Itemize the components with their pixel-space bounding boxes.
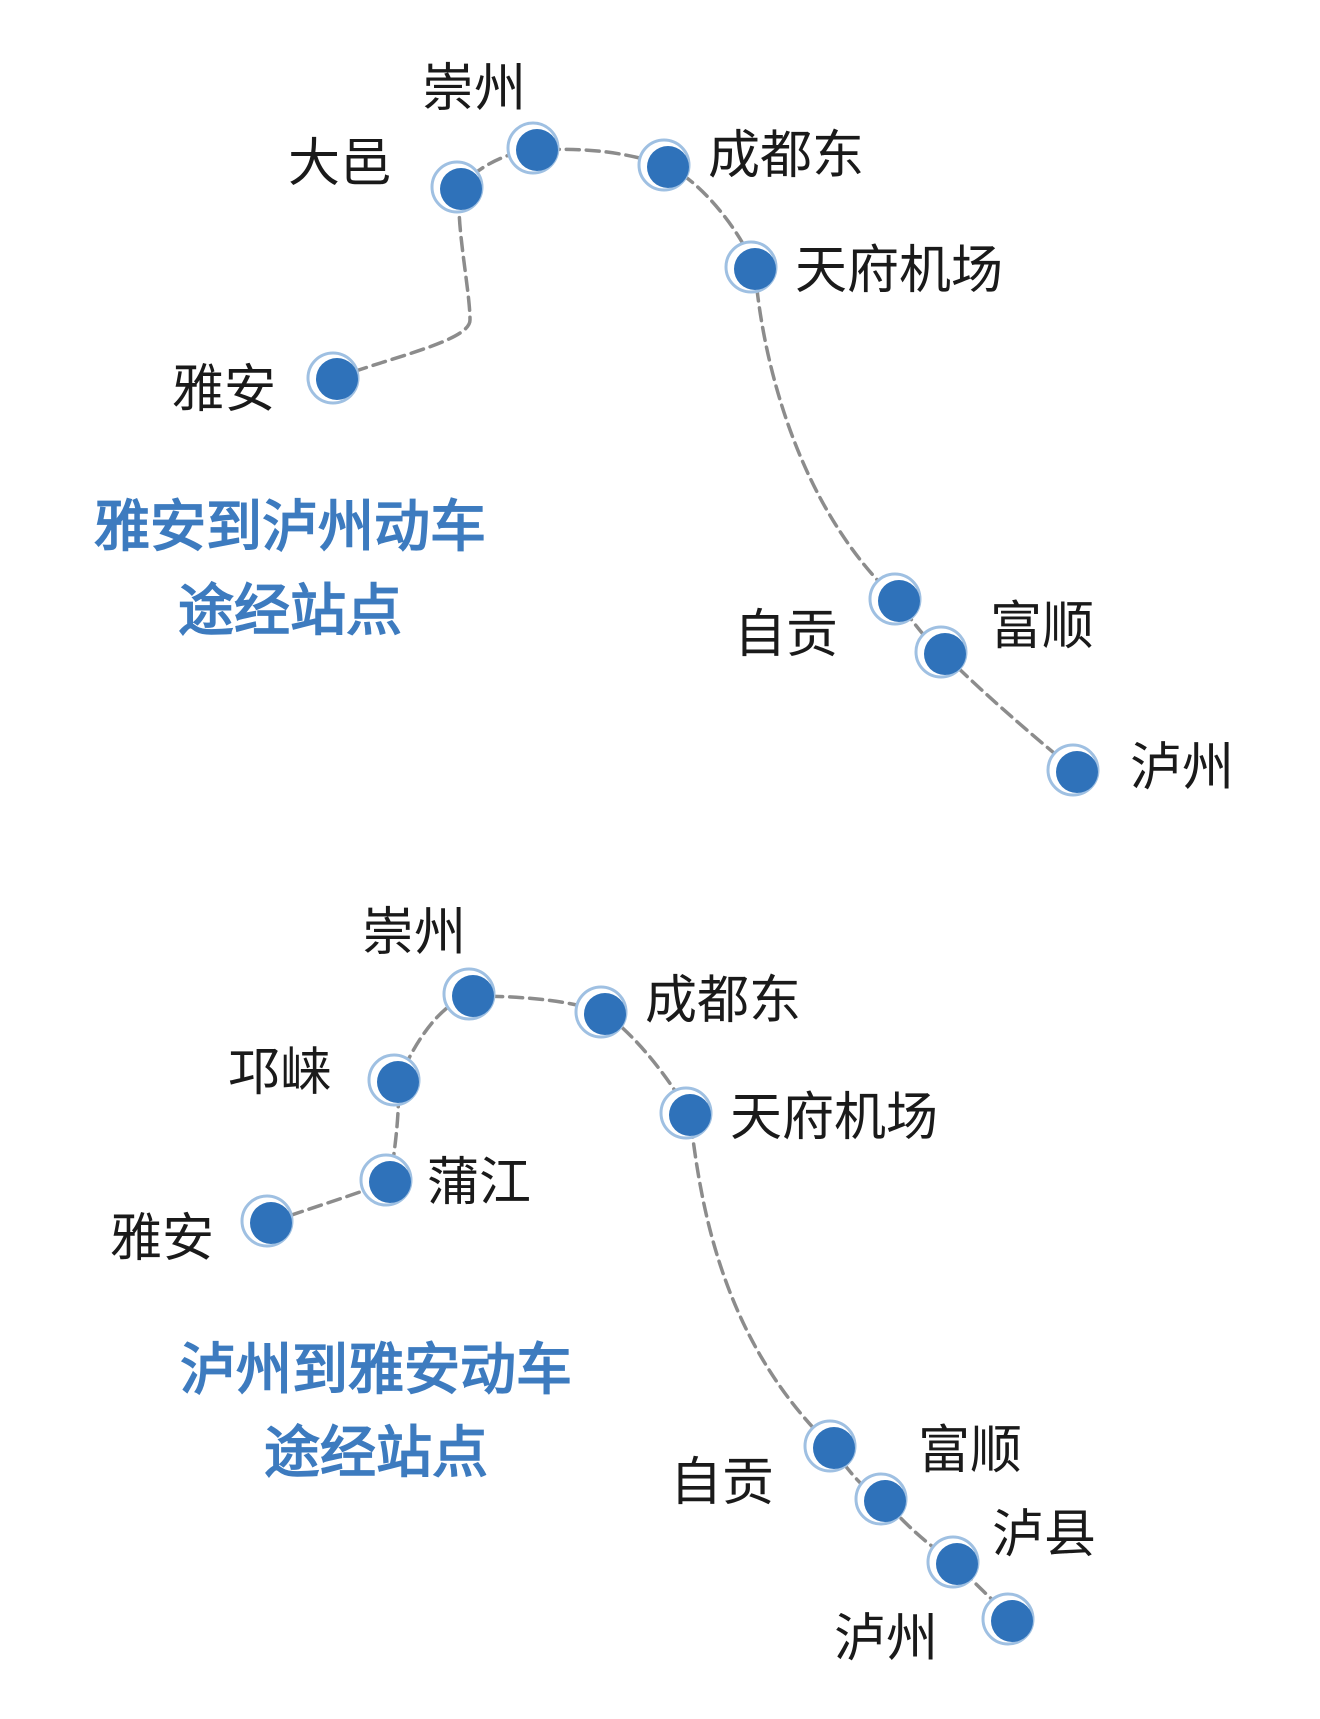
map-caption-line-1: 泸州到雅安动车	[180, 1337, 572, 1403]
station-label: 成都东	[708, 126, 864, 186]
station-tianfu[interactable]: 天府机场	[724, 240, 1003, 301]
station-chongzhou[interactable]: 崇州	[422, 59, 560, 175]
station-dot	[452, 975, 494, 1017]
station-luzhou[interactable]: 泸州	[1046, 738, 1234, 798]
route-map-yaan-to-luzhou: 雅安 大邑 崇州 成都东 天府机场 自贡	[94, 59, 1234, 798]
station-dot	[924, 633, 966, 675]
station-fushun[interactable]: 富顺	[914, 597, 1094, 679]
station-dot	[584, 993, 626, 1035]
map-caption-line-2: 途经站点	[178, 578, 402, 644]
station-dot	[813, 1427, 855, 1469]
station-label: 蒲江	[427, 1153, 531, 1213]
station-chengdudong[interactable]: 成都东	[637, 126, 864, 192]
station-dot	[377, 1061, 419, 1103]
station-dot	[669, 1094, 711, 1136]
station-label: 天府机场	[730, 1088, 938, 1148]
map-caption-line-2: 途经站点	[264, 1420, 488, 1486]
station-label: 自贡	[734, 605, 838, 665]
station-label: 泸州	[834, 1609, 938, 1669]
station-label: 泸县	[992, 1505, 1096, 1565]
map-caption-line-1: 雅安到泸州动车	[94, 494, 486, 560]
station-label: 雅安	[110, 1209, 214, 1269]
station-dot	[864, 1480, 906, 1522]
station-yaan[interactable]: 雅安	[110, 1194, 294, 1269]
station-label: 崇州	[362, 903, 466, 963]
route-map-luzhou-to-yaan: 雅安 蒲江 邛崃 崇州 成都东 天府机场	[110, 903, 1096, 1669]
station-label: 雅安	[172, 360, 276, 420]
station-label: 大邑	[288, 134, 392, 194]
station-luxian[interactable]: 泸县	[926, 1505, 1096, 1589]
station-chongzhou[interactable]: 崇州	[362, 903, 496, 1021]
station-dayi[interactable]: 大邑	[288, 134, 484, 214]
station-yaan[interactable]: 雅安	[172, 351, 360, 420]
station-pujiang[interactable]: 蒲江	[359, 1153, 531, 1213]
station-zigong[interactable]: 自贡	[734, 572, 922, 665]
station-label: 自贡	[670, 1453, 774, 1513]
station-dot	[991, 1600, 1033, 1642]
station-label: 崇州	[422, 59, 526, 119]
station-dot	[440, 168, 482, 210]
station-label: 富顺	[918, 1421, 1022, 1481]
station-dot	[250, 1202, 292, 1244]
station-qionglai[interactable]: 邛崃	[228, 1043, 421, 1107]
station-dot	[734, 248, 776, 290]
station-dot	[1056, 751, 1098, 793]
station-tianfu[interactable]: 天府机场	[659, 1086, 938, 1148]
station-dot	[369, 1161, 411, 1203]
station-label: 成都东	[645, 971, 801, 1031]
station-zigong[interactable]: 自贡	[670, 1419, 857, 1513]
station-dot	[516, 129, 558, 171]
station-label: 泸州	[1130, 738, 1234, 798]
station-label: 天府机场	[795, 241, 1003, 301]
station-label: 富顺	[990, 597, 1094, 657]
station-dot	[316, 358, 358, 400]
station-dot	[936, 1543, 978, 1585]
station-dot	[647, 146, 689, 188]
station-luzhou[interactable]: 泸州	[834, 1592, 1035, 1669]
station-dot	[878, 580, 920, 622]
station-fushun[interactable]: 富顺	[854, 1421, 1022, 1526]
station-chengdudong[interactable]: 成都东	[574, 971, 801, 1039]
station-label: 邛崃	[228, 1043, 332, 1103]
